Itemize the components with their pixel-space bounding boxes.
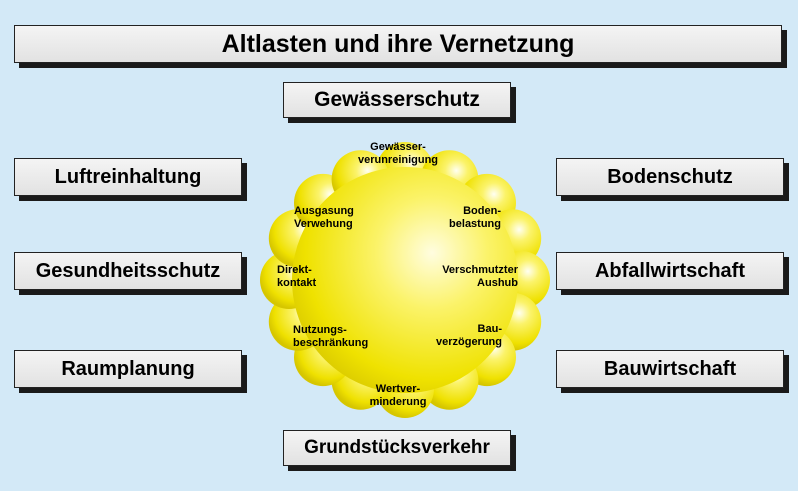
box-bauwirtschaft: Bauwirtschaft	[556, 350, 784, 388]
sun-label-left: Direkt-kontakt	[277, 264, 317, 289]
box-gewaesserschutz: Gewässerschutz	[283, 82, 511, 118]
sun-label-bottom: Wertver-minderung	[369, 383, 427, 408]
box-abfallwirtschaft: Abfallwirtschaft	[556, 252, 784, 290]
sun-label-lower-left: Nutzungs-beschränkung	[293, 324, 369, 349]
box-gesundheitsschutz: Gesundheitsschutz	[14, 252, 242, 290]
diagram-title: Altlasten und ihre Vernetzung	[14, 25, 782, 63]
box-grundstuecksverkehr: Grundstücksverkehr	[283, 430, 511, 466]
sun-label-lower-right: Bau-verzögerung	[435, 323, 502, 348]
box-raumplanung: Raumplanung	[14, 350, 242, 388]
box-luftreinhaltung: Luftreinhaltung	[14, 158, 242, 196]
sun-label-top: Gewässer-verunreinigung	[357, 141, 439, 166]
sun-label-upper-right: Boden-belastung	[449, 205, 501, 230]
box-bodenschutz: Bodenschutz	[556, 158, 784, 196]
sun-center	[292, 167, 518, 393]
